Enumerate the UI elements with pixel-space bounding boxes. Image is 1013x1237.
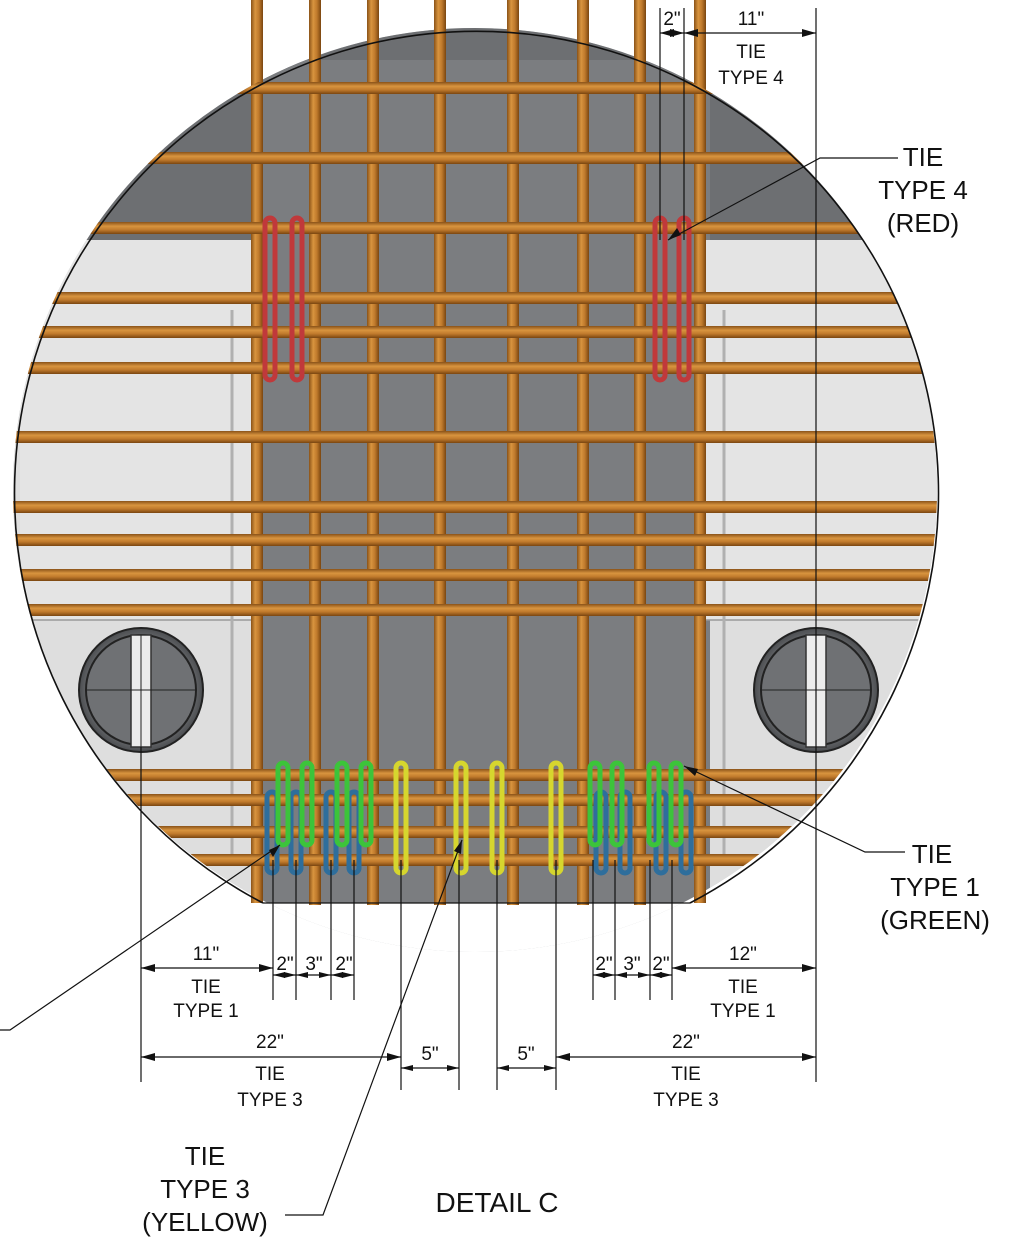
yellow-tie-2 <box>453 760 469 876</box>
green-tie-3 <box>334 760 350 848</box>
label-type4-line1: TIE <box>903 142 943 172</box>
horizontal-rebar-10 <box>13 569 937 581</box>
horizontal-rebar-5 <box>13 326 937 338</box>
label-type3-line1: TIE <box>185 1141 225 1171</box>
dim-left-3: 3" <box>305 954 322 975</box>
dim-top-2: 2" <box>663 9 680 30</box>
horizontal-rebar-9 <box>13 534 937 546</box>
dim-left-2a: 2" <box>276 954 293 975</box>
dim-left-11-type: TYPE 1 <box>173 1001 238 1022</box>
green-tie-7 <box>646 760 662 848</box>
dim-left-22: 22" <box>256 1032 284 1053</box>
horizontal-rebar-4 <box>13 292 937 304</box>
label-type3-line3: (YELLOW) <box>142 1207 268 1237</box>
dim-left-22-type: TYPE 3 <box>237 1090 302 1111</box>
green-tie-2 <box>299 760 315 848</box>
arrowheads <box>141 29 816 1071</box>
green-tie-4 <box>358 760 374 848</box>
dim-right-2a: 2" <box>595 954 612 975</box>
dim-right-22: 22" <box>672 1032 700 1053</box>
red-tie-left-2 <box>289 215 305 383</box>
dim-top-type: TYPE 4 <box>718 68 784 89</box>
dim-right-12-type: TYPE 1 <box>710 1001 775 1022</box>
label-type1-line2: TYPE 1 <box>890 872 980 902</box>
label-type1-line3: (GREEN) <box>880 905 990 935</box>
horizontal-rebar-15 <box>13 854 937 866</box>
horizontal-rebar-2 <box>13 152 937 164</box>
horizontal-rebar-11 <box>13 604 937 616</box>
horizontal-rebar-1 <box>13 82 937 94</box>
dim-right-2b: 2" <box>652 954 669 975</box>
dim-mid-5a: 5" <box>421 1044 438 1065</box>
dim-right-12-tie: TIE <box>728 977 758 998</box>
horizontal-rebar-14 <box>13 826 937 838</box>
horizontal-rebar-3 <box>13 222 937 234</box>
green-tie-8 <box>668 760 684 848</box>
dim-top-tie: TIE <box>736 42 766 63</box>
dim-mid-5b: 5" <box>517 1044 534 1065</box>
dimension-lines <box>0 8 905 1216</box>
section-outline <box>13 30 940 904</box>
horizontal-rebar-6 <box>13 362 937 374</box>
horizontal-rebar-13 <box>13 794 937 806</box>
dowel-left <box>78 627 204 753</box>
horizontal-rebar-12 <box>13 769 937 781</box>
horizontal-rebar-7 <box>13 431 937 443</box>
red-tie-left-1 <box>262 215 278 383</box>
label-type4-line3: (RED) <box>887 208 959 238</box>
dim-right-3: 3" <box>623 954 640 975</box>
green-tie-5 <box>587 760 603 848</box>
horizontal-rebar-8 <box>13 501 937 513</box>
dim-right-12: 12" <box>729 944 757 965</box>
label-type4-line2: TYPE 4 <box>878 175 968 205</box>
dim-top-11: 11" <box>738 9 764 30</box>
green-tie-6 <box>609 760 625 848</box>
green-tie-1 <box>275 760 291 848</box>
dim-left-11: 11" <box>193 944 219 965</box>
dim-left-11-tie: TIE <box>191 977 221 998</box>
detail-title: DETAIL C <box>436 1187 559 1218</box>
label-type1-line1: TIE <box>912 839 952 869</box>
dim-left-2b: 2" <box>335 954 352 975</box>
dim-left-22-tie: TIE <box>255 1064 285 1085</box>
dim-right-22-type: TYPE 3 <box>653 1090 718 1111</box>
dim-right-22-tie: TIE <box>671 1064 701 1085</box>
label-type3-line2: TYPE 3 <box>160 1174 250 1204</box>
